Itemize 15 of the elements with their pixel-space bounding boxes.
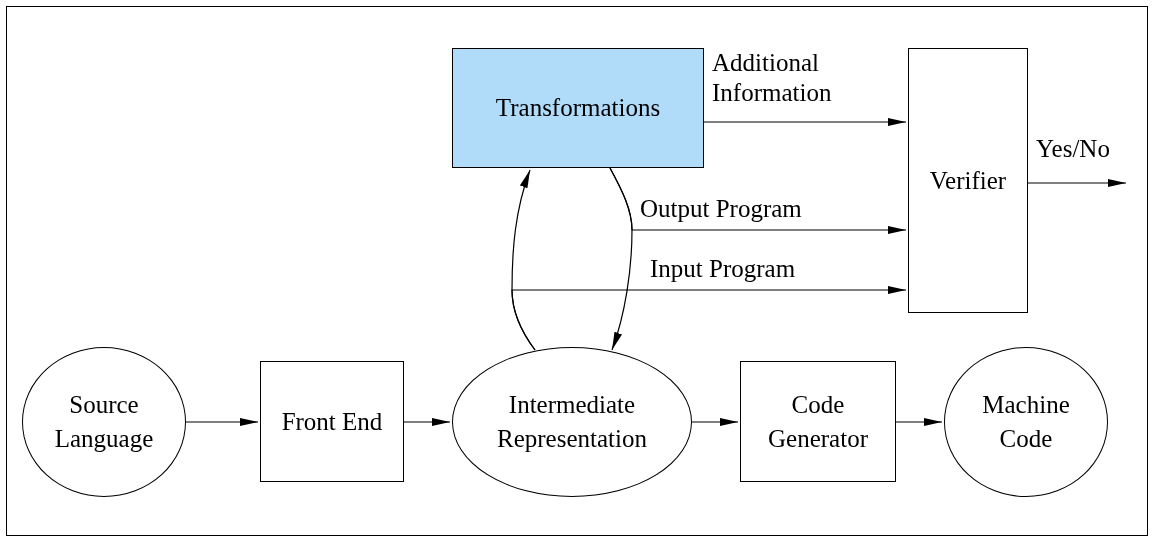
process-box: Code Generator [740,361,896,482]
arrow [895,418,943,426]
arrow [185,418,259,426]
process-box: Verifier [908,48,1028,313]
arrow [403,418,451,426]
ellipse-node: Source Language [22,347,186,497]
process-box: Front End [260,361,404,482]
arrow [1027,179,1127,187]
process-box: Transformations [452,48,704,168]
ellipse-node: Intermediate Representation [452,347,692,497]
arrow [691,418,739,426]
arrow [511,286,907,351]
ellipse-node: Machine Code [944,347,1108,497]
arrow [703,118,907,126]
arrow [609,167,907,234]
